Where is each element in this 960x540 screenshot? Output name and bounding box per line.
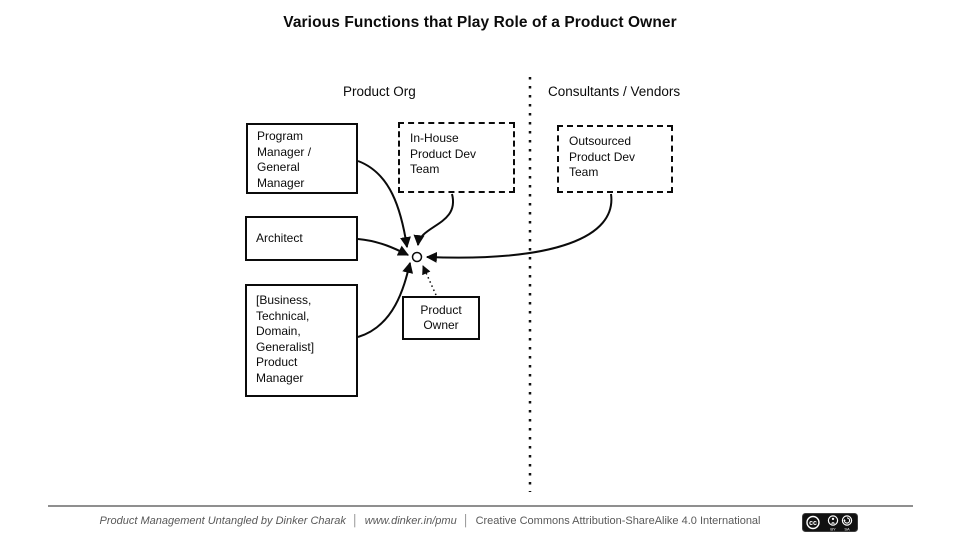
box-in-house-product-dev-team: In-House Product Dev Team xyxy=(398,122,515,193)
column-header-consultants-vendors: Consultants / Vendors xyxy=(548,84,681,99)
connector-outsourced-team xyxy=(425,193,613,263)
column-header-product-org: Product Org xyxy=(343,84,416,99)
connector-program-manager xyxy=(357,160,411,249)
box-outsourced-product-dev-team: Outsourced Product Dev Team xyxy=(557,125,673,193)
footer-license: Creative Commons Attribution-ShareAlike … xyxy=(475,515,761,527)
box-product-owner: Product Owner xyxy=(402,296,480,340)
cc-icon: cc xyxy=(806,515,820,530)
box-product-manager: [Business, Technical, Domain, Generalist… xyxy=(245,284,358,397)
footer-separator-2: │ xyxy=(462,515,470,527)
by-icon: BY xyxy=(827,515,839,531)
connector-in-house-team xyxy=(413,193,455,247)
box-program-general-manager: Program Manager / General Manager xyxy=(246,123,358,194)
role-convergence-point xyxy=(411,251,423,263)
cc-by-sa-badge: cc BY SA xyxy=(802,513,858,532)
svg-text:SA: SA xyxy=(844,526,850,531)
page-title: Various Functions that Play Role of a Pr… xyxy=(283,14,677,31)
connector-architect xyxy=(357,238,409,256)
sa-icon: SA xyxy=(841,515,853,531)
svg-text:BY: BY xyxy=(830,526,836,531)
svg-text:cc: cc xyxy=(809,520,817,527)
box-architect: Architect xyxy=(245,216,358,261)
connector-product-owner-dotted xyxy=(422,265,437,296)
connector-product-manager xyxy=(357,261,414,338)
footer-separator-1: │ xyxy=(351,515,359,527)
footer-url: www.dinker.in/pmu xyxy=(364,515,457,527)
footer-book-credit: Product Management Untangled by Dinker C… xyxy=(99,515,346,527)
footer-credits: Product Management Untangled by Dinker C… xyxy=(0,515,860,527)
